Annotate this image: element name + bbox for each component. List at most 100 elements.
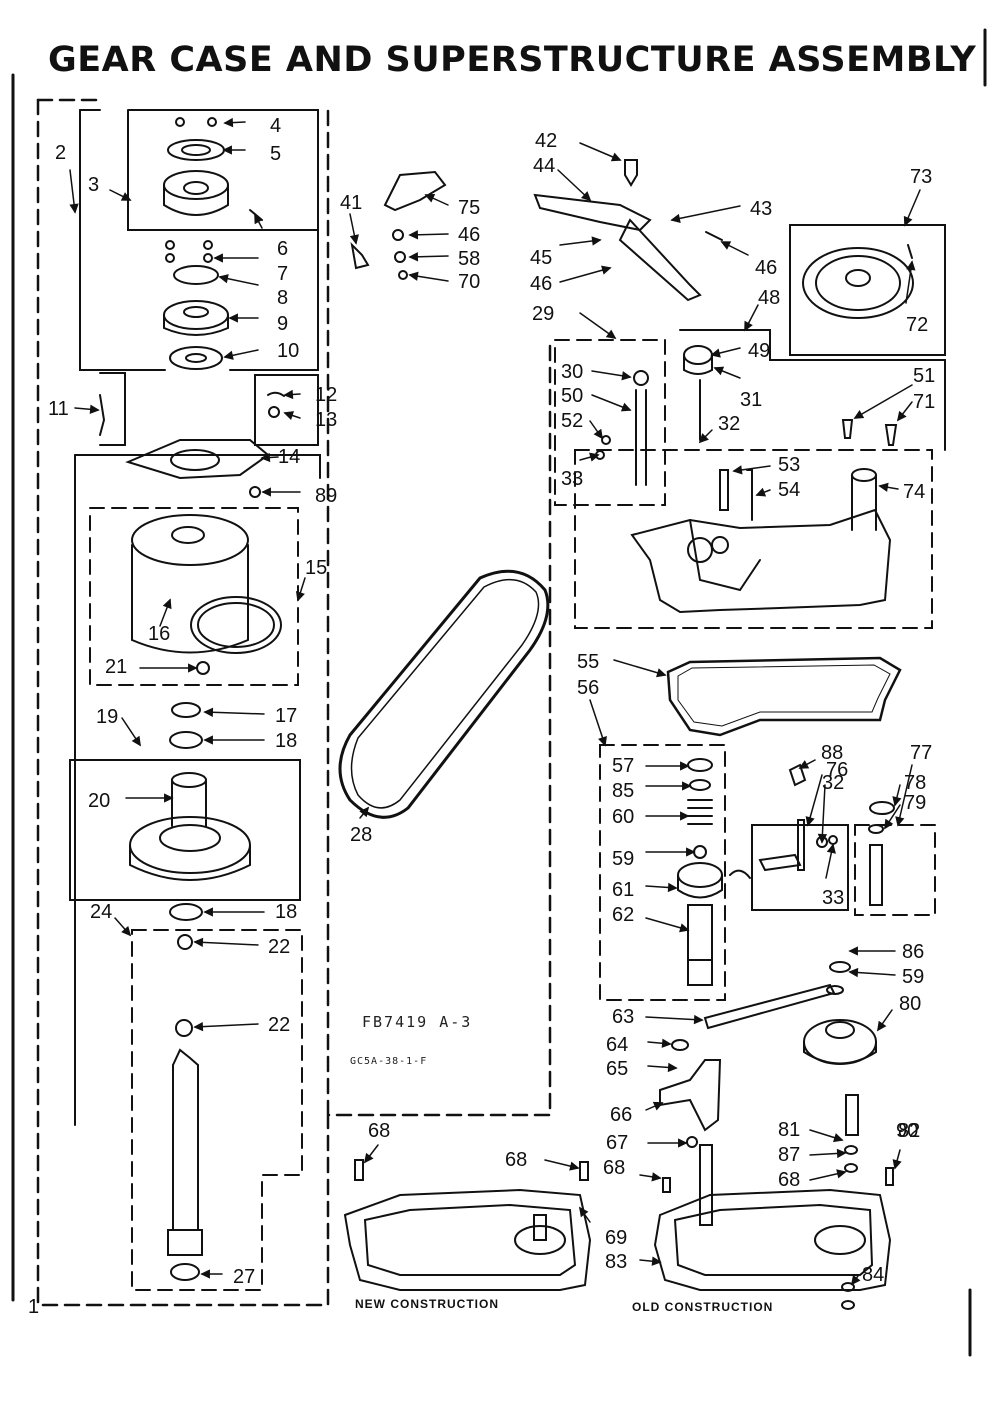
part-label-11: 11 bbox=[48, 398, 69, 420]
part-label-33: 33 bbox=[822, 887, 845, 909]
leader-line bbox=[204, 711, 265, 715]
part-label-46: 46 bbox=[458, 224, 481, 246]
leader-arrowhead bbox=[651, 1256, 662, 1266]
page-title: GEAR CASE AND SUPERSTRUCTURE ASSEMBLY bbox=[48, 40, 977, 80]
leader-arrowhead bbox=[713, 366, 725, 376]
leader-line bbox=[821, 784, 826, 843]
leader-arrowhead bbox=[69, 203, 79, 214]
leader-arrowhead bbox=[652, 1101, 664, 1111]
part-label-69: 69 bbox=[605, 1227, 628, 1249]
part-label-46: 46 bbox=[755, 257, 778, 279]
figure-code: GC5A-38-1-F bbox=[350, 1056, 428, 1067]
leader-line bbox=[897, 764, 913, 826]
leader-arrowhead bbox=[710, 348, 721, 358]
leader-arrowhead bbox=[892, 1159, 902, 1170]
leader-arrowhead bbox=[680, 761, 690, 771]
part-label-43: 43 bbox=[750, 198, 773, 220]
leader-arrowhead bbox=[424, 194, 436, 203]
leader-arrowhead bbox=[678, 1138, 688, 1148]
part-label-89: 89 bbox=[315, 485, 338, 507]
part-label-68: 68 bbox=[505, 1149, 528, 1171]
part-label-10: 10 bbox=[277, 340, 300, 362]
leader-arrowhead bbox=[850, 1274, 861, 1286]
part-label-67: 67 bbox=[606, 1132, 629, 1154]
shift-fork bbox=[758, 819, 838, 872]
leader-line bbox=[671, 205, 741, 221]
housing-old-construction bbox=[653, 1144, 894, 1310]
leader-arrowhead bbox=[895, 816, 905, 827]
leader-line bbox=[854, 384, 913, 419]
leader-line bbox=[807, 774, 823, 826]
leader-arrowhead bbox=[826, 843, 836, 854]
caption-new-construction: NEW CONSTRUCTION bbox=[355, 1297, 499, 1311]
part-label-88: 88 bbox=[821, 742, 844, 764]
part-label-70: 70 bbox=[458, 271, 481, 293]
part-label-7: 7 bbox=[277, 263, 289, 285]
drawing-number: FB7419 A-3 bbox=[362, 1013, 473, 1031]
part-label-58: 58 bbox=[458, 248, 481, 270]
part-label-68: 68 bbox=[778, 1169, 801, 1191]
part-label-22: 22 bbox=[268, 936, 291, 958]
part-label-52: 52 bbox=[561, 410, 584, 432]
leader-arrowhead bbox=[408, 252, 419, 262]
bearing-housing-box bbox=[79, 109, 319, 371]
part-label-64: 64 bbox=[606, 1034, 629, 1056]
part-label-62: 62 bbox=[612, 904, 635, 926]
leader-arrowhead bbox=[193, 1021, 204, 1032]
leader-arrowhead bbox=[408, 230, 419, 240]
main-assembly-outline bbox=[36, 98, 552, 1307]
leader-arrowhead bbox=[164, 793, 174, 803]
leader-arrowhead bbox=[203, 707, 214, 717]
leader-arrowhead bbox=[836, 1148, 847, 1159]
part-label-29: 29 bbox=[532, 303, 555, 325]
leader-arrowhead bbox=[120, 192, 132, 201]
part-label-55: 55 bbox=[577, 651, 600, 673]
leader-lines bbox=[69, 117, 921, 1286]
leader-arrowhead bbox=[223, 117, 234, 128]
part-label-30: 30 bbox=[561, 361, 584, 383]
part-label-20: 20 bbox=[88, 790, 111, 812]
part-label-18: 18 bbox=[275, 730, 298, 752]
leader-arrowhead bbox=[884, 818, 894, 830]
part-label-33: 33 bbox=[561, 468, 584, 490]
part-label-76: 76 bbox=[826, 759, 849, 781]
leader-arrowhead bbox=[131, 735, 141, 747]
part-label-66: 66 bbox=[610, 1104, 633, 1126]
leader-arrowhead bbox=[223, 350, 234, 360]
mounting-plate bbox=[125, 439, 270, 480]
part-label-12: 12 bbox=[315, 384, 338, 406]
leader-line bbox=[194, 1023, 259, 1028]
part-label-48: 48 bbox=[758, 287, 781, 309]
part-label-16: 16 bbox=[148, 623, 171, 645]
leader-arrowhead bbox=[218, 274, 229, 284]
drive-lever bbox=[659, 961, 877, 1148]
part-label-18: 18 bbox=[275, 901, 298, 923]
leader-line bbox=[645, 1016, 703, 1021]
leader-arrowhead bbox=[598, 735, 607, 747]
part-label-15: 15 bbox=[305, 557, 328, 579]
part-label-78: 78 bbox=[904, 772, 927, 794]
leader-arrowhead bbox=[601, 265, 612, 275]
leader-arrowhead bbox=[260, 452, 271, 463]
drive-belt bbox=[338, 569, 550, 819]
part-label-9: 9 bbox=[277, 313, 289, 335]
leader-arrowhead bbox=[896, 410, 907, 422]
part-label-75: 75 bbox=[458, 197, 481, 219]
leader-arrowhead bbox=[670, 213, 681, 223]
part-label-28: 28 bbox=[350, 824, 373, 846]
part-label-73: 73 bbox=[910, 166, 933, 188]
leader-arrowhead bbox=[203, 735, 213, 745]
caption-old-construction: OLD CONSTRUCTION bbox=[632, 1300, 774, 1314]
leader-arrowhead bbox=[667, 1062, 678, 1073]
leader-arrowhead bbox=[359, 806, 370, 818]
pulley bbox=[129, 772, 251, 881]
leader-arrowhead bbox=[222, 145, 232, 155]
leader-arrowhead bbox=[732, 465, 743, 475]
leader-arrowhead bbox=[283, 389, 294, 400]
part-label-1: 1 bbox=[28, 1296, 40, 1318]
part-label-59: 59 bbox=[612, 848, 635, 870]
part-label-22: 22 bbox=[268, 1014, 291, 1036]
leader-arrowhead bbox=[254, 213, 263, 225]
leader-arrowhead bbox=[892, 796, 902, 807]
part-label-61: 61 bbox=[612, 879, 635, 901]
